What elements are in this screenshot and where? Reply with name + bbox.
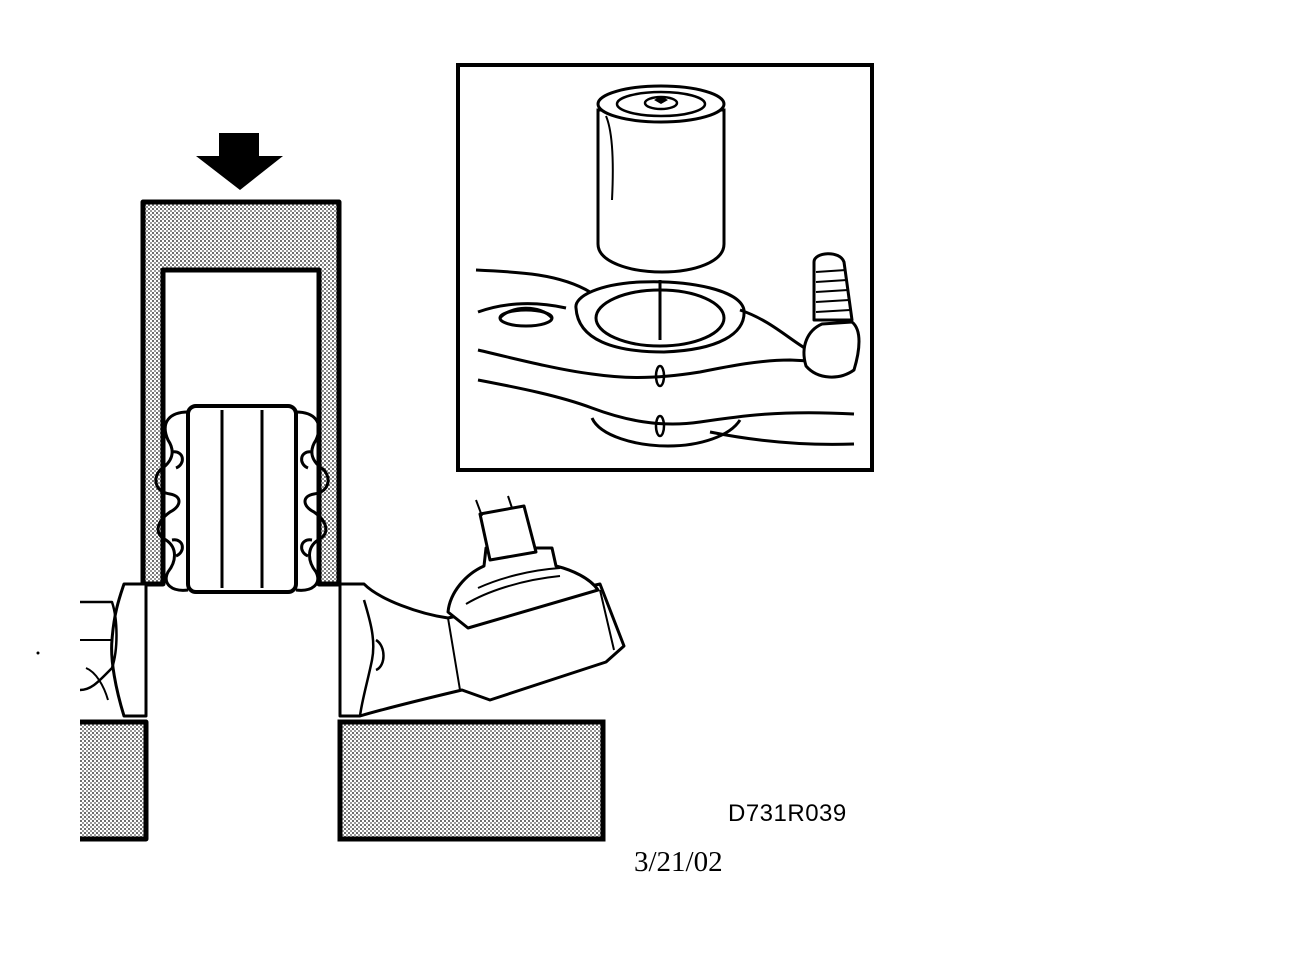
support-block-right	[337, 719, 606, 842]
press-direction-arrow	[196, 133, 283, 190]
detail-inset	[456, 63, 874, 472]
stray-mark	[36, 651, 40, 655]
support-block-left	[80, 719, 149, 842]
inset-ball-stud	[802, 252, 861, 379]
press-sleeve-tool	[140, 199, 342, 587]
inset-control-arm	[475, 268, 855, 448]
figure-date: 3/21/02	[634, 846, 723, 878]
control-arm	[79, 495, 626, 718]
figure-reference-code: D731R039	[728, 800, 847, 827]
inset-bushing	[596, 84, 726, 274]
rubber-bushing	[154, 404, 330, 594]
